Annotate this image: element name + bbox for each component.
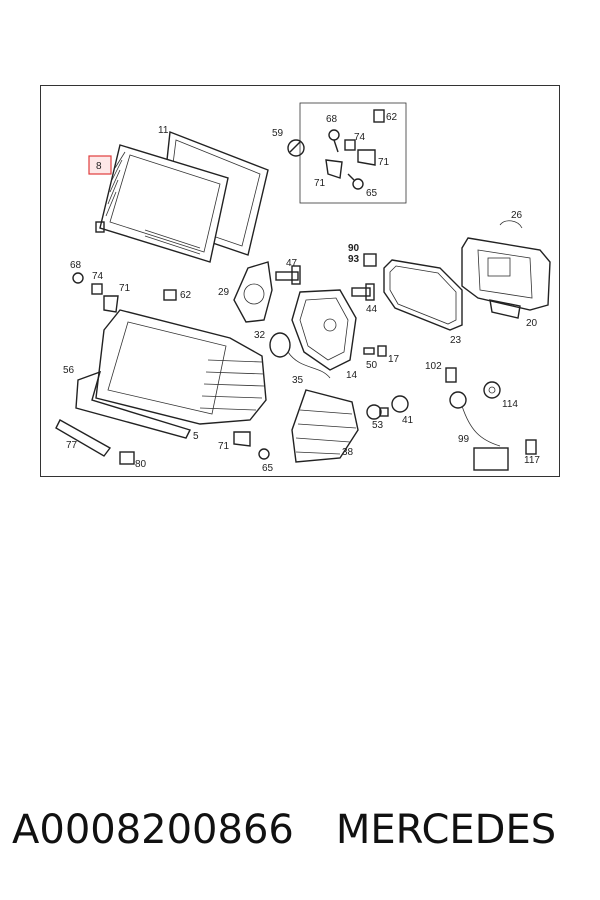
callout-38[interactable]: 38: [342, 447, 354, 458]
part-77-tube[interactable]: [55, 419, 112, 457]
callout-77[interactable]: 77: [66, 440, 78, 451]
callout-93[interactable]: 93: [348, 254, 360, 265]
callout-17[interactable]: 17: [388, 354, 400, 365]
part-41-bulb-holder[interactable]: [391, 395, 409, 413]
part-14-reflector[interactable]: [291, 289, 357, 371]
callout-26[interactable]: 26: [511, 210, 523, 221]
part-29-cover[interactable]: [233, 261, 273, 323]
callout-74-b[interactable]: 74: [92, 271, 104, 282]
part-62-clip-b[interactable]: [163, 289, 177, 301]
callout-41[interactable]: 41: [402, 415, 414, 426]
callout-29[interactable]: 29: [218, 287, 230, 298]
callout-71-c[interactable]: 71: [119, 283, 131, 294]
callout-65-a[interactable]: 65: [366, 188, 378, 199]
part-102-socket[interactable]: [445, 367, 457, 383]
part-65-screw-a[interactable]: [347, 173, 364, 190]
part-44-bulb[interactable]: [351, 283, 375, 301]
part-99-wire-harness[interactable]: [449, 391, 509, 471]
part-114-grommet[interactable]: [483, 381, 501, 399]
callout-44[interactable]: 44: [366, 304, 378, 315]
callout-8[interactable]: 8: [96, 161, 102, 172]
part-56-trim[interactable]: [75, 370, 191, 439]
brand-name: MERCEDES: [335, 807, 557, 853]
part-80-clip[interactable]: [119, 451, 135, 465]
callout-90[interactable]: 90: [348, 243, 360, 254]
callout-62-b[interactable]: 62: [180, 290, 192, 301]
part-38-indicator-lens[interactable]: [291, 389, 359, 463]
hardware-group-box: [299, 102, 407, 204]
part-32-lamp-base[interactable]: [269, 332, 291, 358]
part-17-bulb[interactable]: [377, 345, 387, 357]
part-20-headlamp-housing[interactable]: [461, 237, 551, 319]
callout-53[interactable]: 53: [372, 420, 384, 431]
callout-71-b[interactable]: 71: [314, 178, 326, 189]
part-47-bulb[interactable]: [275, 265, 301, 285]
part-26-wire[interactable]: [499, 220, 523, 229]
part-35-wire[interactable]: [287, 351, 331, 379]
callout-74-a[interactable]: 74: [354, 132, 366, 143]
callout-20[interactable]: 20: [526, 318, 538, 329]
part-5-headlamp-assembly[interactable]: [95, 309, 267, 425]
part-23-gasket[interactable]: [383, 259, 463, 331]
part-68-screw-a[interactable]: [328, 129, 340, 153]
callout-117[interactable]: 117: [524, 455, 540, 466]
callout-59[interactable]: 59: [272, 128, 284, 139]
callout-65-b[interactable]: 65: [262, 463, 274, 474]
callout-35[interactable]: 35: [292, 375, 304, 386]
part-65-screw-b[interactable]: [258, 448, 270, 460]
selected-callout-highlight: [88, 155, 112, 175]
part-68-screw-b[interactable]: [72, 272, 84, 284]
callout-14[interactable]: 14: [346, 370, 358, 381]
part-number: A0008200866: [12, 807, 294, 853]
callout-71-a[interactable]: 71: [378, 157, 390, 168]
part-62-clip-a[interactable]: [373, 109, 385, 123]
callout-99[interactable]: 99: [458, 434, 470, 445]
part-71-bracket-c[interactable]: [103, 295, 119, 313]
part-74-nut-b[interactable]: [91, 283, 103, 295]
product-footer: A0008200866 MERCEDES: [12, 800, 592, 860]
callout-50[interactable]: 50: [366, 360, 378, 371]
callout-23[interactable]: 23: [450, 335, 462, 346]
callout-47[interactable]: 47: [286, 258, 298, 269]
part-71-bracket-d[interactable]: [233, 431, 251, 447]
part-71-bracket-a[interactable]: [357, 149, 376, 166]
part-90-93-socket[interactable]: [363, 253, 377, 267]
callout-68-a[interactable]: 68: [326, 114, 338, 125]
part-50-bulb[interactable]: [363, 347, 375, 355]
callout-62-a[interactable]: 62: [386, 112, 398, 123]
callout-80[interactable]: 80: [135, 459, 147, 470]
part-59-clip[interactable]: [287, 139, 305, 157]
callout-68-b[interactable]: 68: [70, 260, 82, 271]
callout-114[interactable]: 114: [502, 399, 518, 410]
callout-32[interactable]: 32: [254, 330, 266, 341]
callout-56[interactable]: 56: [63, 365, 75, 376]
callout-71-d[interactable]: 71: [218, 441, 230, 452]
callout-5[interactable]: 5: [193, 431, 199, 442]
part-117-bulb[interactable]: [525, 439, 537, 455]
part-53-bulb[interactable]: [366, 404, 389, 420]
part-71-bracket-b[interactable]: [325, 159, 343, 179]
part-74-nut-a[interactable]: [344, 139, 356, 151]
part-8-headlamp-lens[interactable]: [95, 144, 229, 263]
callout-102[interactable]: 102: [425, 361, 442, 372]
callout-11[interactable]: 11: [158, 125, 169, 136]
